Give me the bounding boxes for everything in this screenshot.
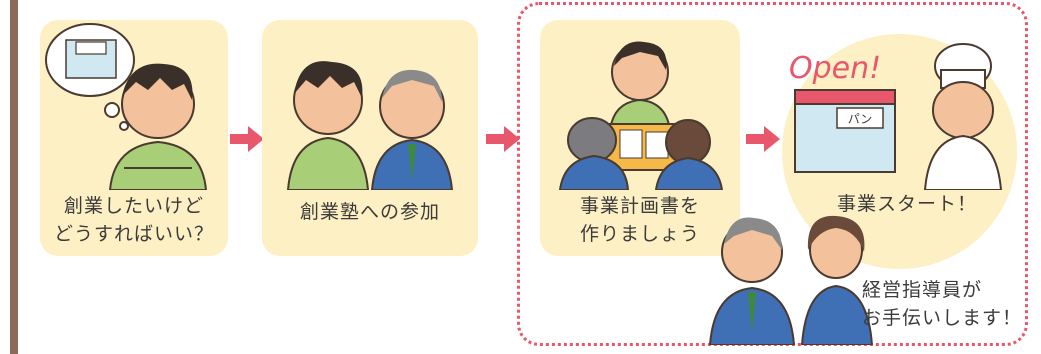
step-label-4: 事業スタート！ <box>836 193 977 215</box>
arrow-right-icon <box>230 126 264 152</box>
step-card-3: 事業計画書を 作りましょう <box>540 20 740 256</box>
thinking-man-illustration <box>45 23 208 190</box>
support-staff-illustration <box>708 215 874 345</box>
seminar-illustration <box>286 61 454 190</box>
step-label-2: 創業塾への参加 <box>299 201 440 223</box>
shop-sign-text: パン <box>848 112 873 126</box>
planning-illustration <box>558 41 724 190</box>
left-border-bar <box>10 0 18 354</box>
arrow-right-icon <box>486 126 520 152</box>
open-shop-illustration: Open! パン <box>789 43 1003 190</box>
open-text: Open! <box>789 51 881 86</box>
arrow-right-icon <box>746 126 780 152</box>
support-label: 経営指導員が お手伝いします！ <box>862 279 1023 329</box>
step-label-3: 事業計画書を 作りましょう <box>579 195 700 245</box>
step-label-1: 創業したいけど どうすればいい？ <box>53 195 214 245</box>
step-card-1: 創業したいけど どうすればいい？ <box>40 20 228 256</box>
step-card-2: 創業塾への参加 <box>262 20 478 256</box>
